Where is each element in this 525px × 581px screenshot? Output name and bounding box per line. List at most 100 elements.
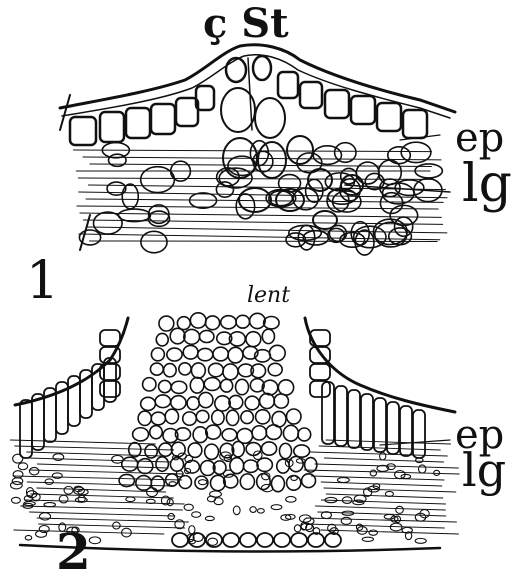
- cortex-cell: [418, 465, 425, 473]
- cortex-cell: [294, 525, 300, 532]
- cortex-cell: [370, 470, 376, 476]
- lenticel-cell: [279, 443, 291, 458]
- cortex-cell: [11, 497, 20, 503]
- tissue-line: [305, 524, 444, 528]
- mesophyll-cell: [375, 222, 407, 247]
- mesophyll-cell: [379, 160, 402, 185]
- tissue-line: [312, 476, 445, 480]
- lenticel-cell: [151, 412, 165, 425]
- lenticel-cell: [164, 364, 177, 377]
- lenticel-cell: [264, 316, 280, 328]
- label-cst: ç St: [203, 4, 289, 44]
- figure-1-stoma-section: [60, 45, 455, 255]
- lenticel-cell: [184, 329, 200, 344]
- epidermal-cell: [351, 96, 375, 124]
- cortex-cell: [434, 470, 440, 475]
- lenticel-cell: [266, 425, 281, 440]
- lenticel-cell: [156, 457, 168, 471]
- phellogen-cell: [308, 533, 324, 547]
- lenticel-cell: [252, 426, 267, 440]
- epidermal-cell: [325, 90, 349, 118]
- lenticel-cell: [236, 315, 250, 328]
- cortex-cell: [13, 454, 23, 463]
- lenticel-cell: [183, 345, 198, 359]
- cortex-cell: [286, 496, 296, 502]
- epidermal-cell: [413, 410, 425, 458]
- lenticel-cell: [229, 395, 243, 409]
- mesophyll-cell: [269, 191, 293, 206]
- cortex-cell: [13, 471, 23, 478]
- cortex-cell: [168, 513, 175, 519]
- lenticel-cell: [193, 427, 207, 443]
- lenticel-cell: [198, 348, 213, 360]
- lenticel-cell: [171, 396, 186, 410]
- figure-number-2: 2: [56, 527, 91, 577]
- cortex-cell: [169, 482, 176, 486]
- lenticel-cell: [170, 328, 185, 344]
- lenticel-cell: [260, 393, 275, 408]
- tissue-line: [321, 530, 459, 534]
- mesophyll-cell: [354, 226, 386, 248]
- lenticel-cell: [150, 426, 162, 439]
- lenticel-cell: [138, 411, 151, 425]
- tissue-line: [324, 458, 443, 462]
- phellogen-cell: [325, 533, 341, 547]
- cortex-cell: [29, 467, 38, 474]
- lenticel-cell: [167, 348, 182, 361]
- lenticel-cell: [250, 313, 266, 328]
- lenticel-cell: [206, 425, 221, 439]
- label-lent: lent: [247, 285, 290, 307]
- label-lg-figure-2: lg: [462, 447, 506, 493]
- lenticel-cell: [262, 442, 277, 455]
- cortex-cell: [337, 478, 349, 483]
- lenticel-cell: [122, 457, 138, 471]
- cortex-cell: [126, 497, 135, 502]
- epidermal-cell: [403, 110, 427, 138]
- lenticel-cell: [187, 397, 199, 410]
- phellogen-cell: [257, 533, 273, 547]
- lenticel-cell: [199, 330, 214, 342]
- lenticel-cell: [141, 397, 156, 410]
- epidermal-cell: [300, 82, 322, 108]
- epidermal-cell: [126, 108, 150, 138]
- lenticel-cell: [205, 316, 219, 330]
- figure-2-lenticel-section: [10, 313, 459, 552]
- cortex-cell: [210, 491, 222, 497]
- lenticel-cell: [274, 394, 288, 408]
- lenticel-cell: [159, 316, 174, 331]
- lenticel-cell: [222, 429, 237, 441]
- tissue-line: [25, 500, 184, 504]
- tissue-line: [21, 506, 183, 510]
- lenticel-cell: [199, 392, 213, 407]
- mesophyll-cell: [216, 182, 233, 197]
- lenticel-cell: [283, 425, 298, 441]
- lenticel-cell: [183, 412, 197, 425]
- lenticel-cell: [151, 476, 164, 491]
- cortex-cell: [192, 512, 201, 518]
- lenticel-cell: [240, 474, 254, 490]
- tissue-line: [37, 464, 168, 468]
- cortex-cell: [250, 507, 256, 513]
- cuticle-outline: [15, 318, 128, 405]
- tissue-line: [321, 500, 445, 504]
- lenticel-cell: [150, 363, 163, 375]
- cortex-cell: [53, 454, 64, 461]
- cortex-cell: [415, 538, 426, 543]
- lenticel-cell: [133, 428, 149, 441]
- lenticel-cell: [257, 458, 272, 471]
- lenticel-cell: [171, 381, 186, 393]
- epidermal-cell: [20, 400, 32, 458]
- lenticel-cell: [246, 332, 261, 347]
- cortex-cell: [40, 513, 51, 520]
- epidermal-cell: [176, 98, 198, 126]
- epidermal-cell: [348, 390, 360, 448]
- substomatal-cell: [287, 136, 313, 164]
- lenticel-cell: [243, 460, 258, 472]
- mesophyll-cell: [122, 184, 138, 209]
- lenticel-cell: [159, 380, 172, 392]
- cortex-cell: [341, 517, 351, 524]
- lenticel-cell: [221, 316, 236, 329]
- lenticel-cell: [196, 410, 209, 422]
- label-lg-figure-1: lg: [462, 158, 512, 210]
- label-ep-figure-1: ep: [455, 118, 504, 158]
